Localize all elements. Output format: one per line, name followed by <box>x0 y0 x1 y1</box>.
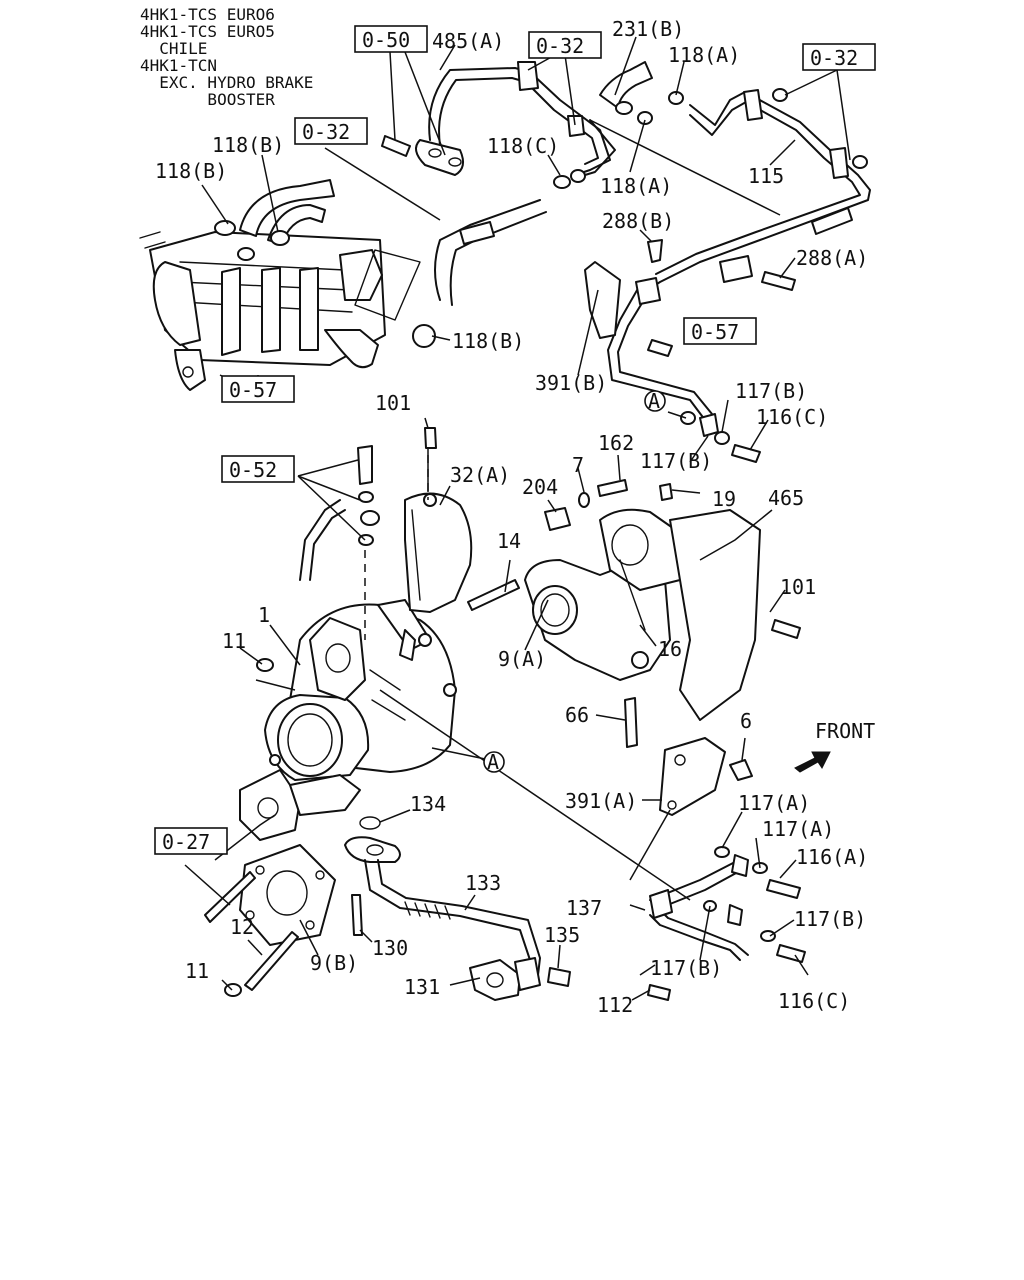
turbo-heat-shield <box>404 427 473 613</box>
callout-a-lower: A <box>487 750 499 774</box>
label-162: 162 <box>598 431 634 455</box>
header-line-6: BOOSTER <box>140 90 275 109</box>
upper-pipes <box>381 61 871 463</box>
label-1: 1 <box>258 603 270 627</box>
label-134: 134 <box>410 792 446 816</box>
front-label: FRONT <box>815 719 875 743</box>
label-101-right: 101 <box>780 575 816 599</box>
label-485a: 485(A) <box>432 29 504 53</box>
label-116c-upper: 116(C) <box>756 405 828 429</box>
label-231b: 231(B) <box>612 17 684 41</box>
header-line-2: 4HK1-TCS EURO5 <box>140 22 275 41</box>
label-118a-top: 118(A) <box>668 43 740 67</box>
label-11-lower: 11 <box>185 959 209 983</box>
label-7: 7 <box>572 453 584 477</box>
label-12: 12 <box>230 915 254 939</box>
label-32a: 32(A) <box>450 463 510 487</box>
label-117b-mid: 117(B) <box>640 449 712 473</box>
label-130: 130 <box>372 936 408 960</box>
ref-0-50: 0-50 <box>362 28 410 52</box>
label-117a-upper: 117(A) <box>738 791 810 815</box>
label-9a: 9(A) <box>498 647 546 671</box>
label-118a-mid: 118(A) <box>600 174 672 198</box>
label-288a: 288(A) <box>796 246 868 270</box>
front-arrow-icon <box>794 751 831 773</box>
oil-return-pipe-assembly <box>204 658 571 1001</box>
header-line-5: EXC. HYDRO BRAKE <box>140 73 313 92</box>
front-direction-indicator: FRONT <box>794 719 875 773</box>
exhaust-outlet-elbow <box>467 479 801 748</box>
label-204: 204 <box>522 475 558 499</box>
label-116c-lower: 116(C) <box>778 989 850 1013</box>
label-391b: 391(B) <box>535 371 607 395</box>
label-133: 133 <box>465 871 501 895</box>
label-115: 115 <box>748 164 784 188</box>
label-19: 19 <box>712 487 736 511</box>
header-line-1: 4HK1-TCS EURO6 <box>140 5 275 24</box>
header-line-3: CHILE <box>140 39 207 58</box>
label-6: 6 <box>740 709 752 733</box>
label-137: 137 <box>566 896 602 920</box>
label-131: 131 <box>404 975 440 999</box>
ref-0-57-left: 0-57 <box>229 378 277 402</box>
turbocharger-body <box>239 599 457 841</box>
label-101-top: 101 <box>375 391 411 415</box>
label-11-upper: 11 <box>222 629 246 653</box>
label-16: 16 <box>658 637 682 661</box>
label-14: 14 <box>497 529 521 553</box>
ref-0-32-top: 0-32 <box>536 34 584 58</box>
label-117a-lower: 117(A) <box>762 817 834 841</box>
part-number-labels: 485(A) 231(B) 118(A) 118(B) 118(B) 118(C… <box>155 17 868 1017</box>
label-66: 66 <box>565 703 589 727</box>
label-118c: 118(C) <box>487 134 559 158</box>
label-112: 112 <box>597 993 633 1017</box>
label-117b-lower: 117(B) <box>794 907 866 931</box>
ref-0-32-right: 0-32 <box>810 46 858 70</box>
ref-0-57-right: 0-57 <box>691 320 739 344</box>
callout-a-upper: A <box>648 389 660 413</box>
oil-return-hardware <box>299 445 380 581</box>
ref-0-27: 0-27 <box>162 830 210 854</box>
ref-0-32-left: 0-32 <box>302 120 350 144</box>
label-118b-upper: 118(B) <box>212 133 284 157</box>
reference-boxes: 0-50 0-32 0-32 0-32 0-57 0-57 0-52 0-27 <box>154 25 876 855</box>
label-117b-upper: 117(B) <box>735 379 807 403</box>
leader-lines <box>184 36 851 1001</box>
label-9b: 9(B) <box>310 951 358 975</box>
egr-cooler-assembly <box>139 179 547 391</box>
label-391a: 391(A) <box>565 789 637 813</box>
label-118b-left: 118(B) <box>155 159 227 183</box>
label-116a: 116(A) <box>796 845 868 869</box>
header-line-4: 4HK1-TCN <box>140 56 217 75</box>
label-465: 465 <box>768 486 804 510</box>
ref-0-52: 0-52 <box>229 458 277 482</box>
label-117b-bottom: 117(B) <box>650 956 722 980</box>
label-135: 135 <box>544 923 580 947</box>
label-118b-pipe: 118(B) <box>452 329 524 353</box>
label-288b: 288(B) <box>602 209 674 233</box>
engine-applicability-header: 4HK1-TCS EURO6 4HK1-TCS EURO5 CHILE 4HK1… <box>140 5 313 109</box>
callout-markers: A A <box>483 389 666 774</box>
